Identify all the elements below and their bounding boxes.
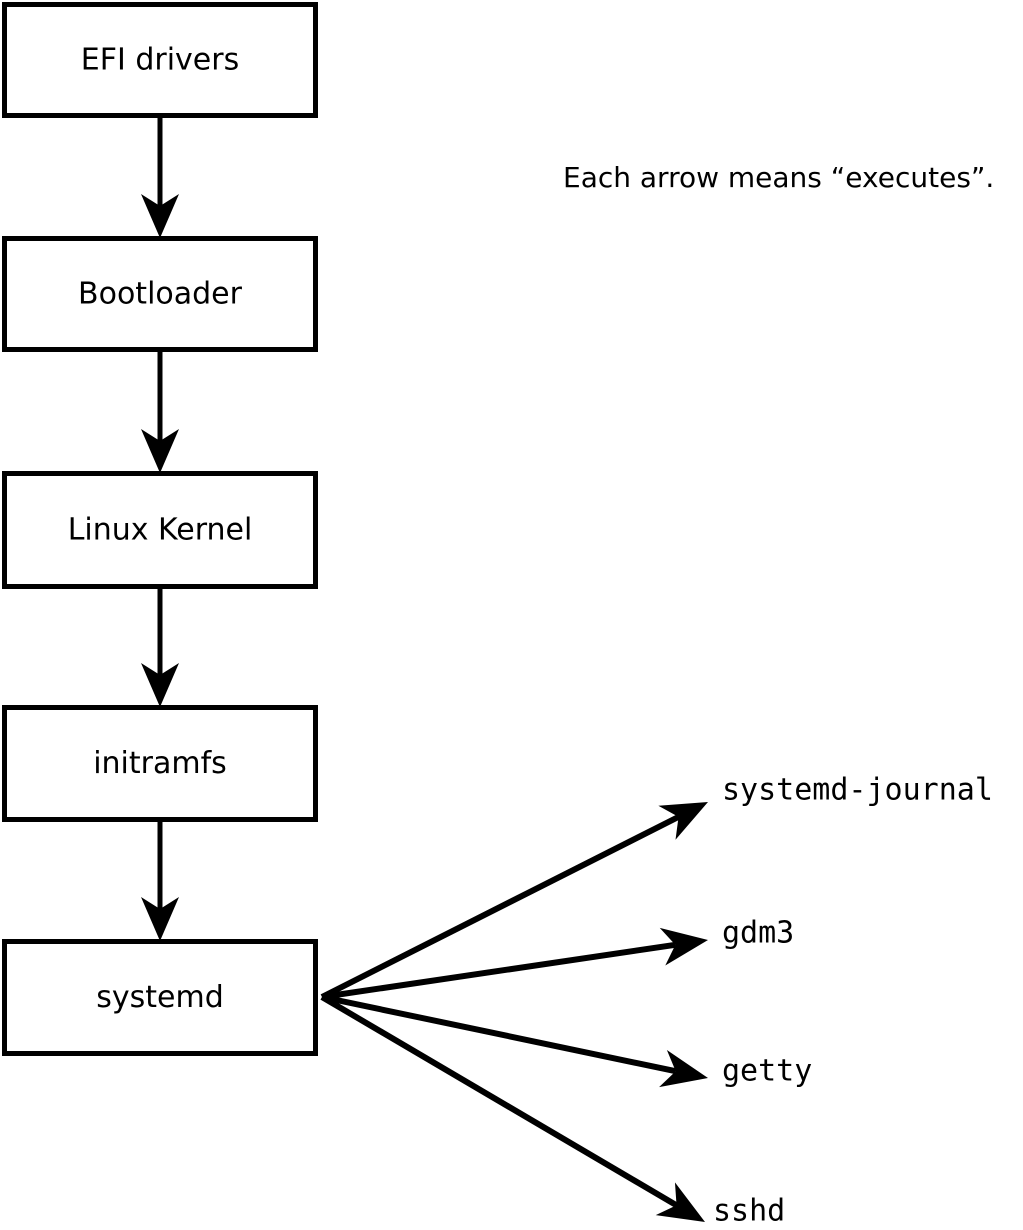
leaf-labels-group: systemd-journal gdm3 getty sshd <box>713 773 993 1229</box>
process-box-systemd[interactable]: systemd <box>2 939 318 1056</box>
service-label-sshd: sshd <box>713 1194 785 1229</box>
box-label: systemd <box>96 980 224 1015</box>
arrow-shaft <box>320 994 679 1208</box>
chain-arrow-linux-kernel-to-initramfs <box>141 589 179 707</box>
chain-arrows-group <box>141 118 179 941</box>
arrow-head-icon <box>655 1182 705 1222</box>
box-outline <box>2 471 318 589</box>
fan-arrow-systemd-to-systemd-journal <box>320 802 708 1000</box>
box-outline <box>2 939 318 1056</box>
service-label-systemd-journal: systemd-journal <box>722 773 993 808</box>
fan-arrows-group <box>320 802 708 1222</box>
box-label: initramfs <box>93 746 227 781</box>
fan-arrow-systemd-to-gdm3 <box>321 927 708 1000</box>
arrow-head-icon <box>659 927 708 966</box>
arrow-head-icon <box>141 429 179 473</box>
fan-arrow-systemd-to-sshd <box>320 994 705 1222</box>
box-label: EFI drivers <box>81 43 239 78</box>
arrow-head-icon <box>659 1049 708 1088</box>
service-label-getty: getty <box>722 1054 812 1089</box>
arrow-head-icon <box>141 194 179 238</box>
process-box-efi-drivers[interactable]: EFI drivers <box>2 2 318 118</box>
arrow-head-icon <box>141 663 179 707</box>
arrow-head-icon <box>141 897 179 941</box>
box-outline <box>2 2 318 118</box>
arrow-shaft <box>321 941 676 1000</box>
box-label: Bootloader <box>78 277 243 312</box>
process-box-initramfs[interactable]: initramfs <box>2 705 318 822</box>
legend-caption: Each arrow means “executes”. <box>563 161 994 194</box>
fan-arrow-systemd-to-getty <box>321 994 708 1088</box>
process-box-linux-kernel[interactable]: Linux Kernel <box>2 471 318 589</box>
chain-arrow-efi-drivers-to-bootloader <box>141 118 179 238</box>
box-outline <box>2 236 318 352</box>
arrow-shaft <box>321 994 677 1075</box>
arrow-head-icon <box>658 802 708 840</box>
process-box-bootloader[interactable]: Bootloader <box>2 236 318 352</box>
chain-arrow-initramfs-to-systemd <box>141 822 179 941</box>
arrow-shaft <box>320 814 680 1000</box>
box-label: Linux Kernel <box>68 513 253 548</box>
box-outline <box>2 705 318 822</box>
service-label-gdm3: gdm3 <box>722 916 794 951</box>
chain-arrow-bootloader-to-linux-kernel <box>141 352 179 473</box>
